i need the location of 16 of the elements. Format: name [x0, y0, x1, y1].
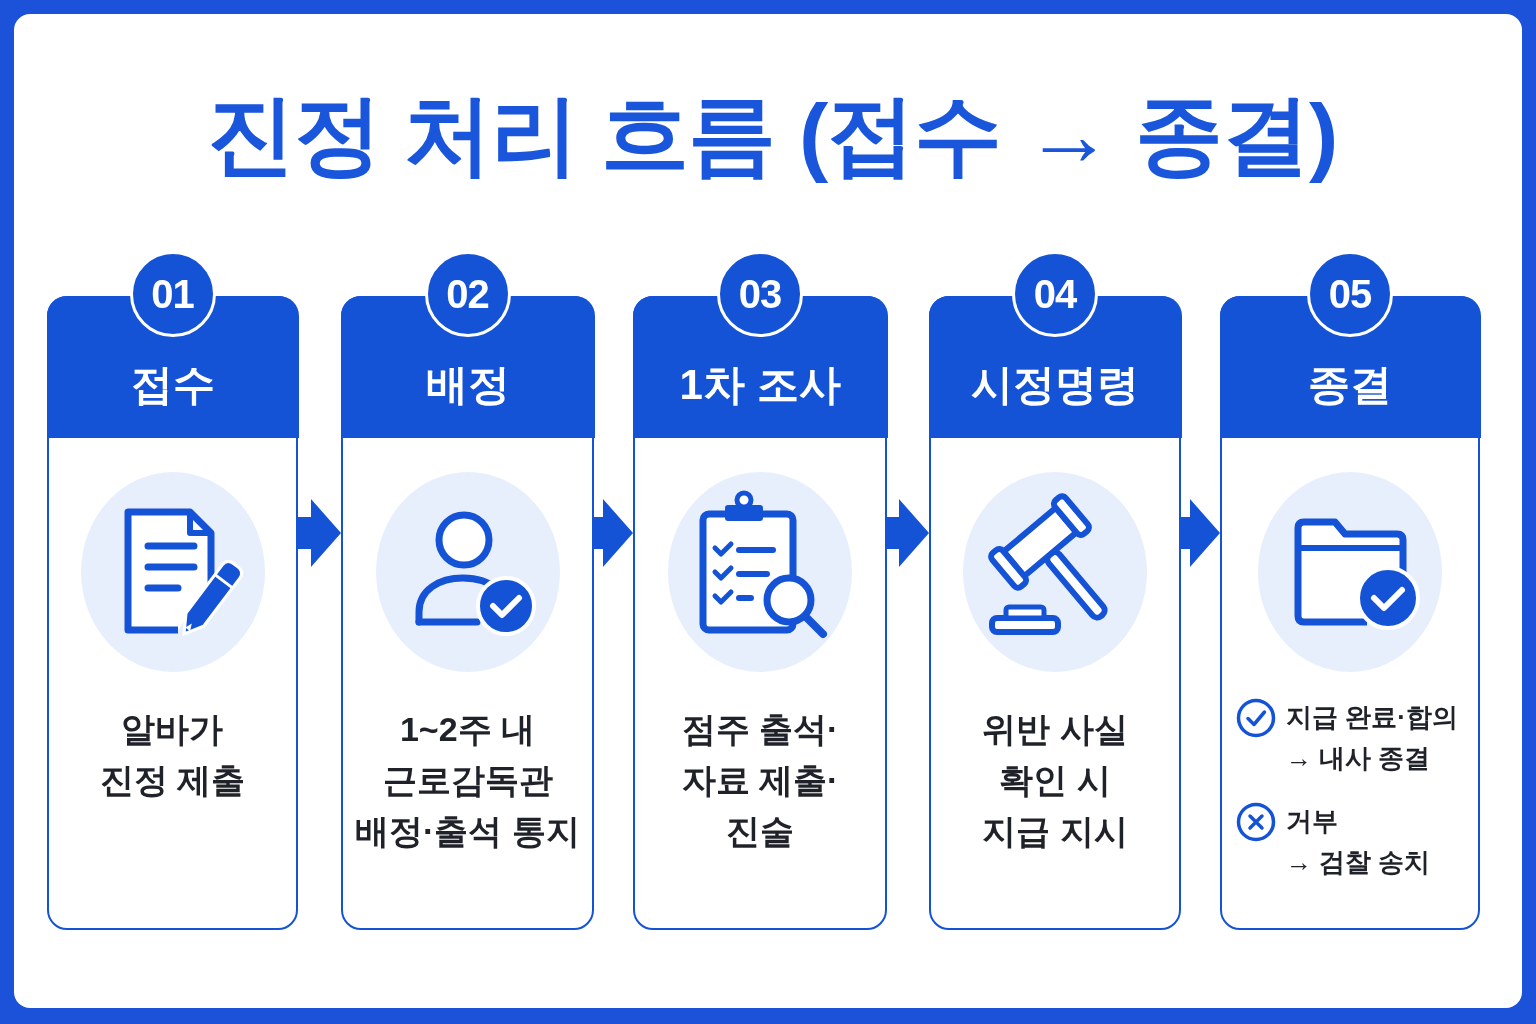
- step-title: 종결: [1308, 359, 1392, 410]
- arrow: [887, 499, 929, 567]
- step-title: 접수: [130, 359, 215, 410]
- step-title: 1차 조사: [679, 359, 841, 410]
- step-title: 시정명령: [971, 359, 1139, 410]
- arrow: [594, 499, 633, 567]
- step-description: 점주 출석· 자료 제출· 진술: [681, 709, 839, 852]
- arrow: [1181, 499, 1220, 567]
- outcome-text: 지급 완료·합의 → 내사 종결: [1286, 701, 1458, 775]
- step-description: 1~2주 내 근로감독관 배정·출석 통지: [355, 709, 580, 852]
- step-description: 알바가 진정 제출: [99, 709, 246, 801]
- step-title: 배정: [425, 359, 510, 410]
- step-description: 위반 사실 확인 시 지급 지시: [982, 709, 1128, 852]
- diagram-title: 진정 처리 흐름 (접수 → 종결): [206, 84, 1338, 186]
- outcome-text: 거부 → 검찰 송치: [1286, 805, 1431, 879]
- arrow: [298, 499, 341, 567]
